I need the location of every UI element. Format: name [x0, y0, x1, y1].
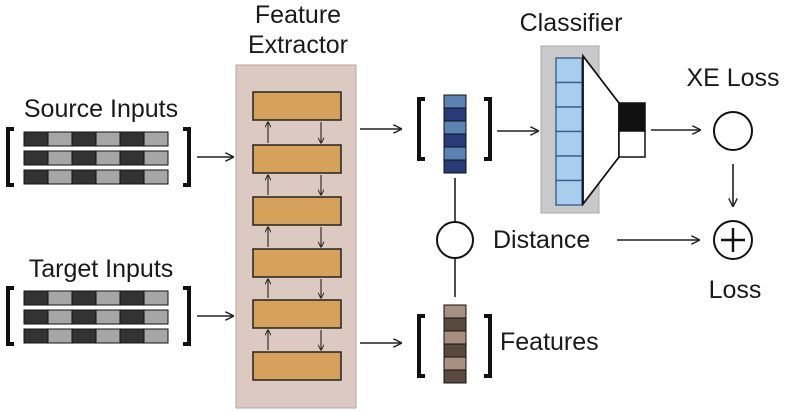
- feature-extractor-panel: [235, 64, 357, 409]
- input-cell: [71, 290, 97, 306]
- features-label: Features: [500, 328, 599, 356]
- xe-loss-label: XE Loss: [686, 64, 779, 92]
- distance-node-circle-icon: [436, 221, 474, 259]
- input-cell: [95, 131, 121, 147]
- classifier-input-cells: [555, 57, 583, 206]
- input-cell: [23, 328, 49, 344]
- input-cell: [23, 150, 49, 166]
- extractor-layer: [252, 248, 342, 278]
- source-features-bracket: [417, 97, 492, 161]
- target-inputs-bracket: [6, 286, 191, 346]
- target-inputs-matrix: [23, 290, 169, 344]
- classifier-label: Classifier: [520, 9, 623, 37]
- feature-vector-cell: [443, 317, 467, 332]
- input-cell: [143, 150, 169, 166]
- input-cell: [23, 290, 49, 306]
- feature-vector-cell: [443, 356, 467, 371]
- input-cell: [95, 328, 121, 344]
- source-feature-vector: [443, 94, 467, 174]
- classifier-cell: [555, 57, 583, 84]
- input-cell: [71, 131, 97, 147]
- feature-vector-cell: [443, 369, 467, 384]
- input-cell: [23, 169, 49, 185]
- input-cell: [143, 169, 169, 185]
- input-cell: [119, 169, 145, 185]
- input-cell: [143, 328, 169, 344]
- source-inputs-bracket: [6, 127, 191, 187]
- feature-extractor-layers: [252, 91, 342, 381]
- feature-extractor-title-line1: Feature: [255, 1, 341, 29]
- target-inputs-label: Target Inputs: [29, 255, 174, 283]
- classifier-cell: [555, 106, 583, 133]
- extractor-layer: [252, 91, 342, 121]
- source-inputs-matrix: [23, 131, 169, 185]
- input-cell: [23, 131, 49, 147]
- input-cell: [119, 150, 145, 166]
- feature-vector-cell: [443, 330, 467, 345]
- input-cell: [95, 150, 121, 166]
- extractor-layer: [252, 144, 342, 174]
- classifier-cell: [555, 179, 583, 206]
- input-cell: [119, 131, 145, 147]
- loss-node-circle-plus-icon: [713, 220, 753, 260]
- classifier-cell: [555, 130, 583, 157]
- input-cell: [47, 169, 73, 185]
- input-cell: [95, 169, 121, 185]
- input-cell: [47, 328, 73, 344]
- feature-extractor-title-line2: Extractor: [248, 31, 348, 59]
- extractor-layer: [252, 299, 342, 329]
- feature-extractor-internal-arrows: [268, 122, 321, 350]
- input-cell: [95, 309, 121, 325]
- input-cell: [71, 309, 97, 325]
- feature-vector-cell: [443, 133, 467, 148]
- classifier-cell: [555, 81, 583, 108]
- input-cell: [143, 309, 169, 325]
- input-cell: [95, 290, 121, 306]
- input-cell: [119, 290, 145, 306]
- feature-vector-cell: [443, 159, 467, 174]
- input-cell: [47, 131, 73, 147]
- feature-vector-cell: [443, 146, 467, 161]
- input-cell: [23, 309, 49, 325]
- loss-label: Loss: [709, 276, 762, 304]
- input-cell: [71, 150, 97, 166]
- input-cell: [71, 328, 97, 344]
- input-cell: [47, 150, 73, 166]
- source-inputs-label: Source Inputs: [24, 95, 178, 123]
- classifier-output: [618, 102, 646, 158]
- feature-vector-cell: [443, 343, 467, 358]
- feature-vector-cell: [443, 94, 467, 109]
- input-cell: [143, 290, 169, 306]
- feature-vector-cell: [443, 107, 467, 122]
- target-feature-vector: [443, 304, 467, 384]
- input-cell: [119, 328, 145, 344]
- input-cell: [47, 309, 73, 325]
- extractor-layer: [252, 196, 342, 226]
- target-features-bracket: [417, 314, 492, 378]
- classifier-cell: [555, 155, 583, 182]
- input-cell: [119, 309, 145, 325]
- feature-vector-cell: [443, 120, 467, 135]
- extractor-layer: [252, 351, 342, 381]
- xe-loss-node-circle-icon: [713, 111, 753, 151]
- input-cell: [143, 131, 169, 147]
- distance-label: Distance: [493, 226, 590, 254]
- feature-vector-cell: [443, 304, 467, 319]
- classifier-projection-shape: [582, 53, 620, 207]
- input-cell: [47, 290, 73, 306]
- input-cell: [71, 169, 97, 185]
